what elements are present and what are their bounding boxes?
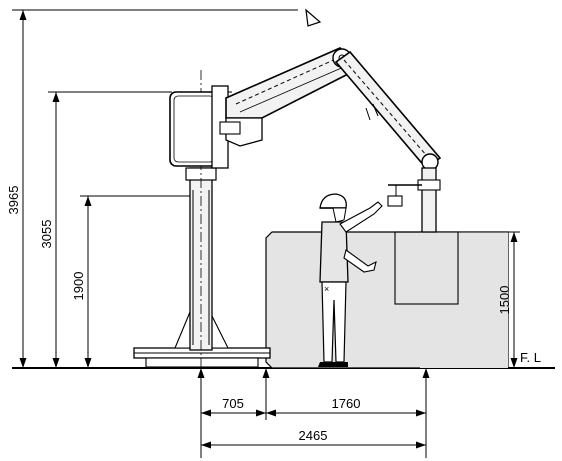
dimension-1760 [266, 409, 426, 417]
dimension-1500 [508, 231, 520, 368]
dimension-1900 [80, 195, 190, 368]
machine-block [265, 231, 509, 369]
svg-text:×: × [324, 284, 329, 294]
dim-label-1900: 1900 [71, 272, 86, 301]
dim-label-705: 705 [222, 396, 244, 411]
dimension-3055 [48, 91, 172, 368]
triangle-marker-icon [305, 8, 322, 27]
dim-label-3965: 3965 [6, 186, 21, 215]
crane-column [185, 70, 217, 458]
crane-upper-arm [219, 47, 353, 147]
crane-drop-arm [387, 167, 441, 233]
dim-label-1500: 1500 [497, 286, 512, 315]
floor-label: F. L [520, 350, 541, 365]
dimension-3965 [12, 9, 298, 368]
dimension-705 [201, 409, 266, 417]
dim-label-2465: 2465 [299, 428, 328, 443]
dim-label-1760: 1760 [332, 396, 361, 411]
dimension-2465 [201, 441, 426, 449]
dim-label-3055: 3055 [39, 220, 54, 249]
crane-forearm [334, 50, 442, 171]
operator-figure: × [318, 193, 383, 367]
